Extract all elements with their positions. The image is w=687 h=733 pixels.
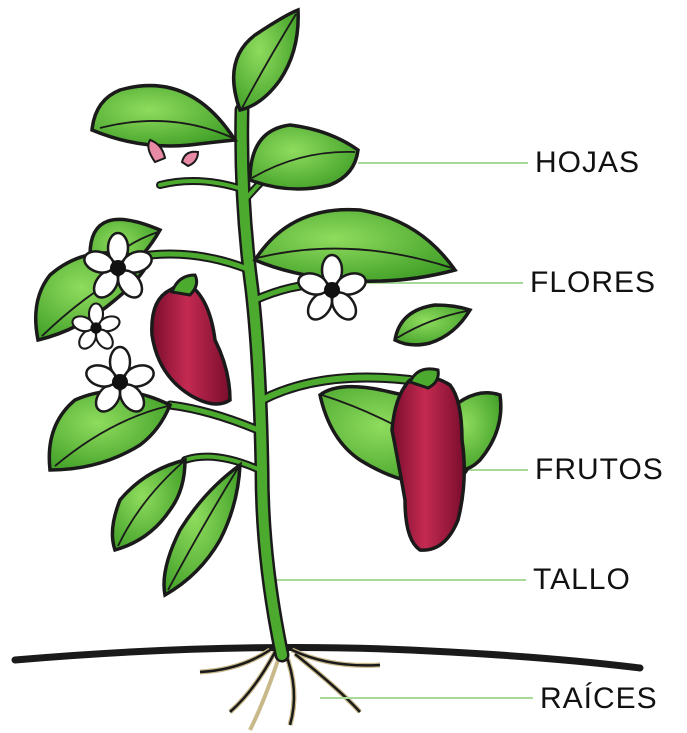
label-tallo: TALLO xyxy=(533,565,631,595)
leaf-mid-right xyxy=(255,210,455,282)
label-raices: RAÍCES xyxy=(540,684,658,714)
leaf-right-small xyxy=(395,305,470,345)
roots xyxy=(200,650,380,730)
fruit-left xyxy=(152,285,230,404)
label-flores: FLORES xyxy=(530,268,656,298)
ground-line xyxy=(15,648,640,669)
label-frutos: FRUTOS xyxy=(535,455,664,485)
label-hojas: HOJAS xyxy=(535,148,640,178)
fruit-right xyxy=(392,377,464,550)
leaf-upper-left xyxy=(92,86,235,146)
